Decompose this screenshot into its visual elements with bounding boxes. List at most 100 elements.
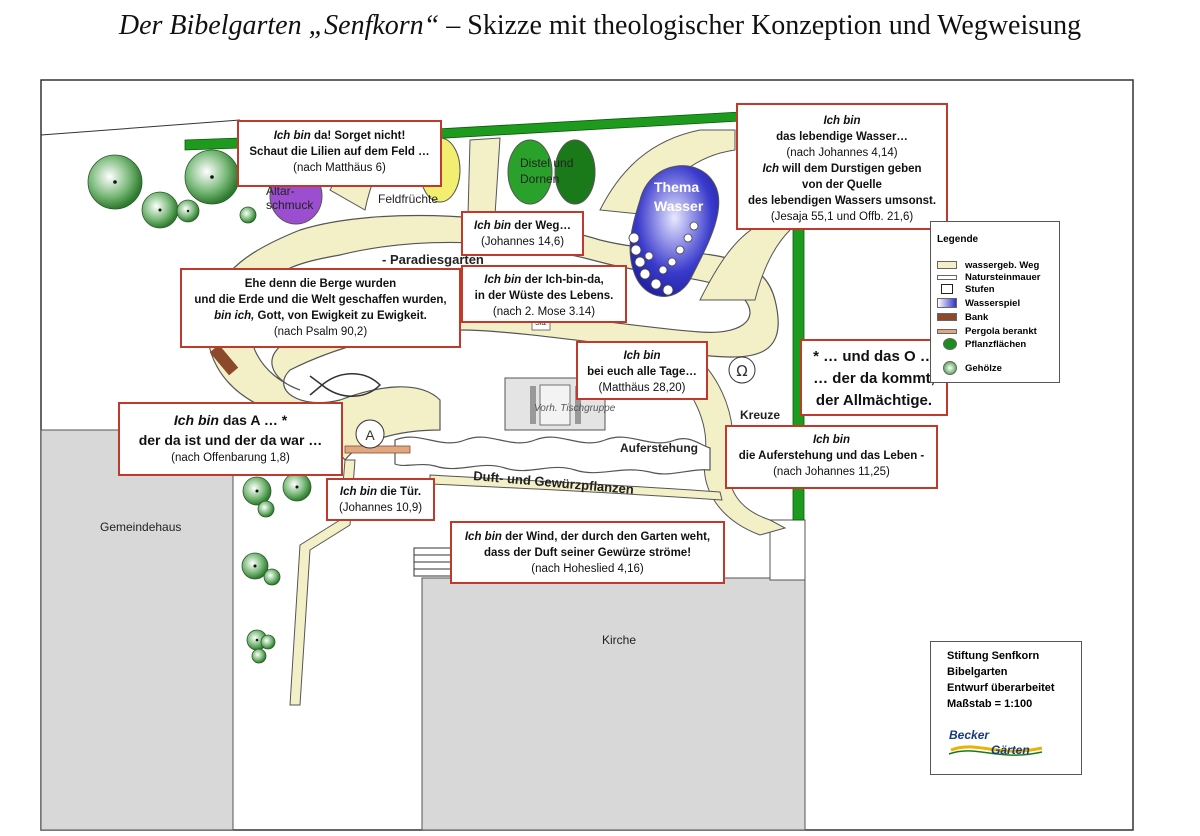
callout-wasser-line4: will dem Durstigen geben <box>779 163 922 175</box>
tree <box>260 634 276 650</box>
omega-glyph: Ω <box>736 362 747 380</box>
boundary-line-top <box>40 119 241 136</box>
stamp-line2: Bibelgarten <box>947 666 1008 678</box>
table <box>539 384 571 426</box>
callout-omega-line1: * … und das O … <box>813 348 935 365</box>
label-gemeindehaus: Gemeindehaus <box>100 520 182 534</box>
callout-tage-ref: (Matthäus 28,20) <box>598 382 686 394</box>
callout-wind-ref: (nach Hoheslied 4,16) <box>531 563 644 575</box>
callout-tage: Ich bin bei euch alle Tage… (Matthäus 28… <box>576 341 708 400</box>
fish-symbol <box>309 373 382 397</box>
callout-wasser-ichbin: Ich bin <box>823 115 861 127</box>
callout-alpha-ref: (nach Offenbarung 1,8) <box>171 452 290 464</box>
becker-gaerten-logo: Becker Gärten <box>947 728 1047 764</box>
label-thema-line2: Wasser <box>654 198 704 214</box>
label-paradiesgarten: - Paradiesgarten <box>382 252 484 267</box>
callout-lilien-ichbin: Ich bin <box>273 130 311 142</box>
callout-alpha-line1: das A … * <box>218 412 288 428</box>
stamp-line3: Entwurf überarbeitet <box>947 682 1055 694</box>
tree <box>263 568 281 586</box>
legend-item-pergola: Pergola berankt <box>937 325 1037 337</box>
logo-becker: Becker <box>949 728 990 742</box>
callout-lilien-line1: Ich bin da! Sorget nicht! <box>245 128 434 144</box>
legend-label-weg: wassergeb. Weg <box>965 259 1040 271</box>
legend-label-pflanz: Pflanzflächen <box>965 338 1027 350</box>
callout-tuer-ref: (Johannes 10,9) <box>338 502 423 514</box>
page-title: Der Bibelgarten „Senfkorn“ – Skizze mit … <box>0 10 1200 42</box>
callout-auferstehung-ref: (nach Johannes 11,25) <box>773 466 890 478</box>
callout-wind-ichbin: Ich bin <box>464 531 502 543</box>
callout-berge-line3: Gott, von Ewigkeit zu Ewigkeit. <box>254 310 427 322</box>
alpha-glyph: A <box>365 427 375 443</box>
bed-distel-dark <box>554 139 596 205</box>
callout-auferstehung-line2: die Auferstehung und das Leben - <box>738 450 925 462</box>
label-altar-line2: schmuck <box>266 198 314 212</box>
path-west <box>289 459 356 706</box>
pergola <box>344 445 411 454</box>
legend-swatch-stufen <box>941 284 953 294</box>
legend-label-wasserspiel: Wasserspiel <box>965 297 1021 309</box>
callout-weg: Ich bin der Weg… (Johannes 14,6) <box>461 211 584 256</box>
label-tischgruppe: Vorh. Tischgruppe <box>534 403 616 414</box>
title-suffix: – Skizze mit theologischer Konzeption un… <box>439 10 1082 41</box>
callout-wind-line1: der Wind, der durch den Garten weht, <box>501 531 711 543</box>
legend-item-mauer: Natursteinmauer <box>937 271 1041 283</box>
callout-wind: Ich bin der Wind, der durch den Garten w… <box>450 521 725 584</box>
tree <box>251 648 267 664</box>
callout-wasser-line5: von der Quelle <box>802 179 882 191</box>
callout-wasser-ref2: (Jesaja 55,1 und Offb. 21,6) <box>770 211 914 223</box>
title-prefix: Der Bibelgarten „Senfkorn“ <box>118 10 440 41</box>
callout-weg-ref: (Johannes 14,6) <box>480 236 565 248</box>
label-kirche: Kirche <box>602 633 637 647</box>
legend-swatch-gehoelze <box>943 361 957 375</box>
water-feature <box>629 165 720 297</box>
callout-ichbinda-ref: (nach 2. Mose 3.14) <box>492 306 596 318</box>
legend-title: Legende <box>937 234 979 245</box>
callout-wasser-line2: das lebendige Wasser… <box>776 131 908 143</box>
callout-tuer-ichbin: Ich bin <box>339 486 377 498</box>
callout-auferstehung-ichbin: Ich bin <box>812 434 851 446</box>
callout-ichbinda-ichbin: Ich bin <box>484 274 522 286</box>
legend-label-bank: Bank <box>965 311 989 323</box>
label-altar-line1: Altar- <box>266 184 295 198</box>
callout-berge-ref: (nach Psalm 90,2) <box>273 326 368 338</box>
callout-lilien: Ich bin da! Sorget nicht! Schaut die Lil… <box>237 120 442 187</box>
callout-omega-line2: … der da kommt, <box>813 370 935 387</box>
callout-lilien-line2: Schaut die Lilien auf dem Feld … <box>249 146 430 158</box>
table-bench-left <box>530 386 536 424</box>
water-stones <box>628 221 699 296</box>
path-south-wall <box>429 474 723 501</box>
callout-alpha-line2: der da ist und der da war … <box>138 432 323 448</box>
legend-item-weg: wassergeb. Weg <box>937 259 1039 271</box>
tree-centers <box>113 175 299 642</box>
label-altarschmuck: Altar-schmuck <box>266 184 313 212</box>
legend-label-stufen: Stufen <box>965 283 995 295</box>
callout-omega-line3: der Allmächtige. <box>815 392 933 409</box>
legend-item-gehoelze: Gehölze <box>937 361 1002 375</box>
legend: Legende wassergeb. Weg Natursteinmauer S… <box>930 221 1060 383</box>
callout-berge: Ehe denn die Berge wurden und die Erde u… <box>180 268 461 348</box>
legend-swatch-pflanz <box>943 338 957 350</box>
callout-wind-line2: dass der Duft seiner Gewürze ströme! <box>483 547 692 559</box>
callout-lilien-ref: (nach Matthäus 6) <box>293 162 386 174</box>
callout-alpha: Ich bin das A … * der da ist und der da … <box>118 402 343 476</box>
legend-item-wasserspiel: Wasserspiel <box>937 297 1020 309</box>
legend-item-pflanz: Pflanzflächen <box>937 338 1026 350</box>
wavy-wall <box>394 436 711 475</box>
label-feldfruechte: Feldfrüchte <box>378 192 439 206</box>
stairs <box>413 547 457 577</box>
legend-label-pergola: Pergola berankt <box>965 325 1037 337</box>
label-distel-line1: Distel und <box>520 156 574 170</box>
callout-omega: * … und das O … … der da kommt, der Allm… <box>800 339 948 416</box>
callout-lilien-rest: da! Sorget nicht! <box>310 130 406 142</box>
callout-wasser-ich: Ich <box>762 163 780 175</box>
callout-wasser-ref1: (nach Johannes 4,14) <box>786 147 898 159</box>
callout-alpha-ichbin: Ich bin <box>173 412 219 428</box>
hedge-left-top <box>184 137 241 151</box>
stamp-line1: Stiftung Senfkorn <box>947 650 1040 662</box>
callout-berge-binich: bin ich, <box>214 310 255 322</box>
label-auferstehung: Auferstehung <box>620 441 698 455</box>
callout-ichbinda-line1: der Ich-bin-da, <box>521 274 604 286</box>
kirche-building <box>421 577 806 831</box>
